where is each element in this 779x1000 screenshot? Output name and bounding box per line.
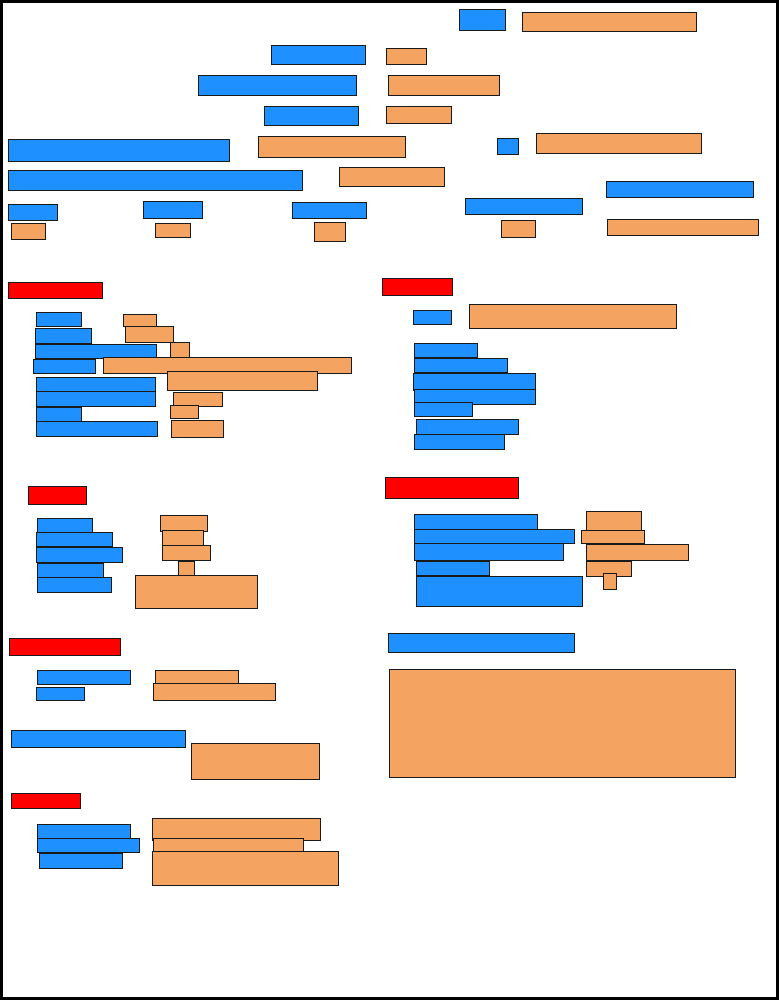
value-field — [125, 326, 174, 343]
value-field — [339, 167, 445, 187]
value-field — [607, 219, 759, 236]
label-field — [416, 576, 583, 607]
value-field — [389, 669, 736, 778]
label-field — [414, 434, 505, 450]
label-field — [497, 138, 519, 155]
label-field — [264, 106, 359, 126]
value-field — [586, 544, 689, 561]
label-field — [36, 547, 123, 563]
label-field — [414, 389, 536, 405]
value-field — [581, 530, 645, 544]
value-field — [153, 683, 276, 701]
value-field — [167, 371, 318, 391]
value-field — [258, 136, 406, 158]
label-field — [292, 202, 367, 219]
label-field — [414, 529, 575, 544]
label-field — [414, 514, 538, 530]
value-field — [170, 405, 199, 419]
label-field — [35, 344, 157, 359]
label-field — [39, 853, 123, 869]
section-header — [8, 282, 103, 299]
value-field — [536, 133, 702, 154]
value-field — [162, 545, 211, 561]
label-field — [8, 139, 230, 162]
value-field — [155, 223, 191, 238]
label-field — [413, 310, 452, 325]
label-field — [37, 577, 112, 593]
section-header — [28, 486, 87, 505]
label-field — [414, 543, 564, 561]
value-field — [314, 222, 346, 242]
label-field — [36, 421, 158, 437]
value-field — [603, 573, 617, 590]
value-field — [152, 851, 339, 886]
label-field — [416, 561, 490, 576]
label-field — [33, 359, 96, 374]
value-field — [501, 220, 536, 238]
label-field — [37, 563, 104, 578]
value-field — [586, 511, 642, 531]
label-field — [36, 391, 156, 407]
label-field — [11, 730, 186, 748]
label-field — [37, 838, 140, 853]
label-field — [198, 75, 357, 96]
section-header — [382, 278, 453, 296]
label-field — [35, 328, 92, 344]
label-field — [414, 358, 508, 373]
value-field — [178, 561, 195, 576]
value-field — [386, 106, 452, 124]
label-field — [416, 419, 519, 435]
label-field — [465, 198, 583, 215]
value-field — [11, 223, 46, 240]
value-field — [469, 304, 677, 329]
section-header — [11, 793, 81, 809]
value-field — [171, 420, 224, 438]
label-field — [388, 633, 575, 653]
label-field — [37, 824, 131, 839]
value-field — [162, 530, 204, 546]
value-field — [191, 743, 320, 780]
label-field — [8, 204, 58, 221]
section-header — [9, 638, 121, 656]
label-field — [36, 407, 82, 422]
label-field — [459, 9, 506, 31]
label-field — [414, 402, 473, 417]
value-field — [388, 75, 500, 96]
label-field — [36, 312, 82, 327]
label-field — [606, 181, 754, 198]
label-field — [8, 170, 303, 191]
label-field — [414, 343, 478, 358]
value-field — [386, 48, 427, 65]
value-field — [135, 575, 258, 609]
label-field — [36, 687, 85, 701]
label-field — [143, 201, 203, 219]
label-field — [36, 532, 113, 547]
label-field — [37, 670, 131, 685]
value-field — [522, 12, 697, 32]
label-field — [271, 45, 366, 65]
label-field — [37, 518, 93, 533]
section-header — [385, 477, 519, 499]
